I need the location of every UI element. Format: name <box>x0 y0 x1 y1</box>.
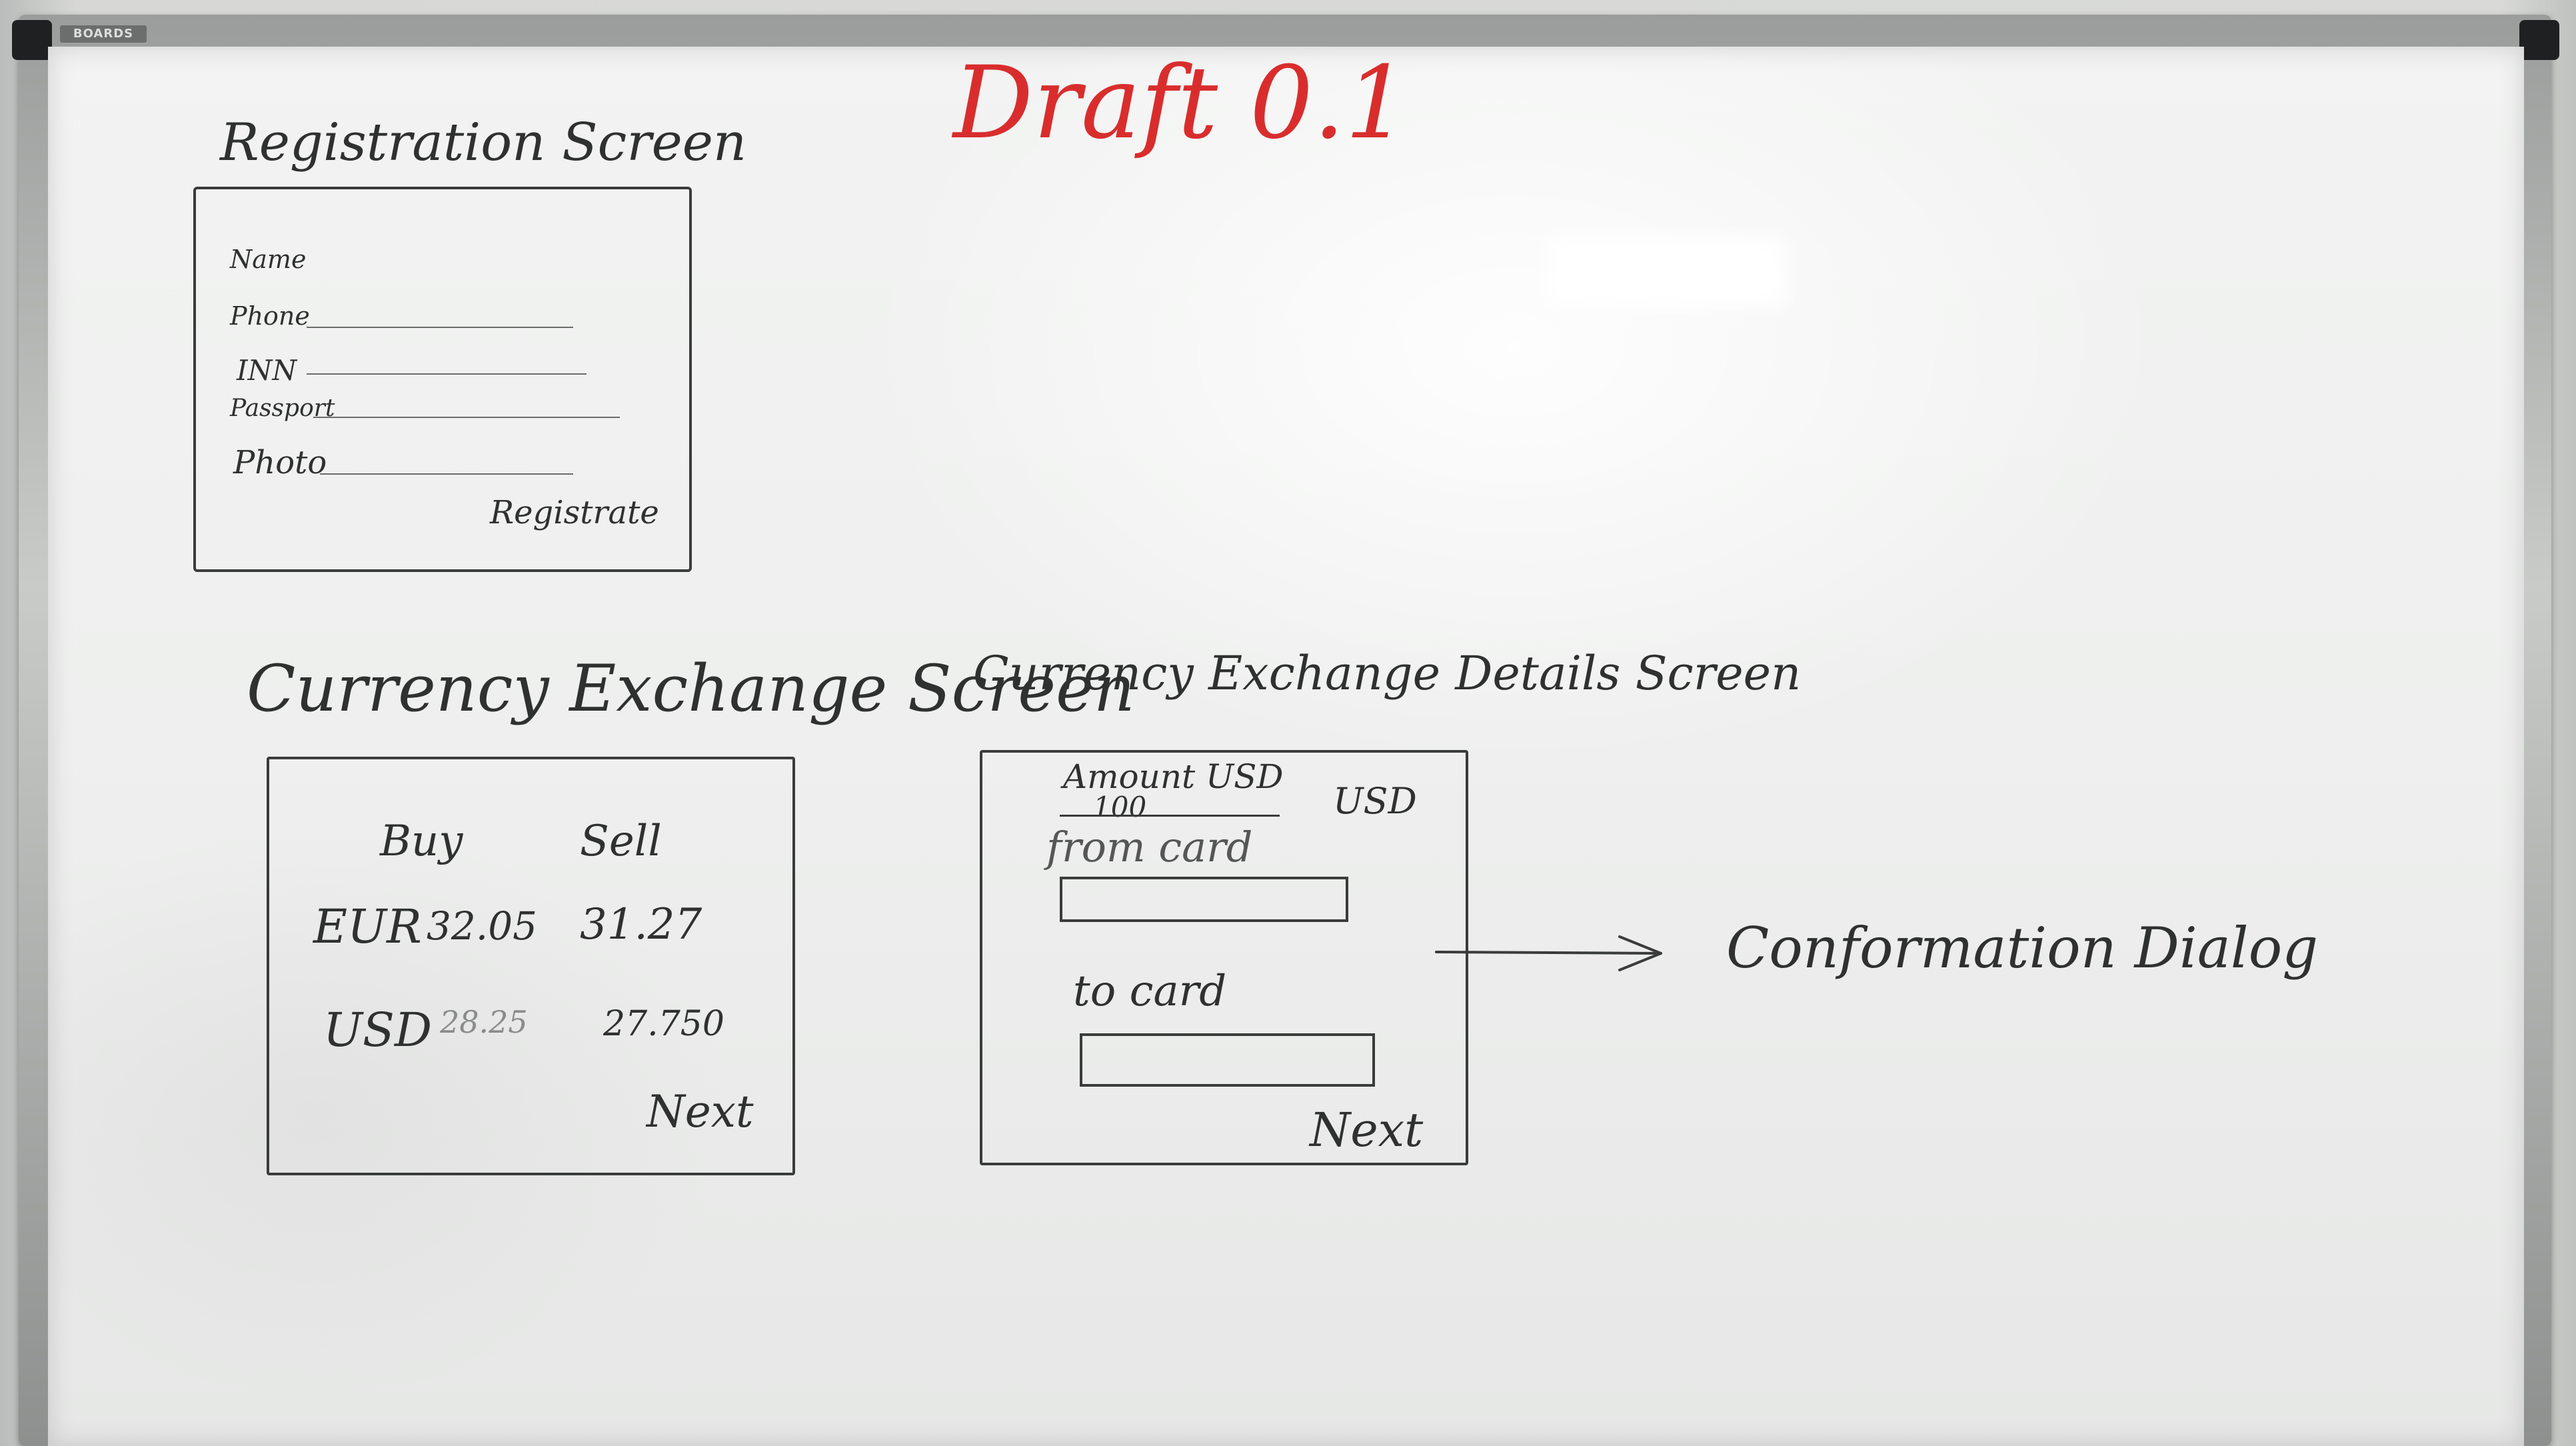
whiteboard-surface <box>48 47 2524 1446</box>
registrate-button-sketch: Registrate <box>490 494 659 531</box>
draft-title: Draft 0.1 <box>953 45 1409 161</box>
amount-underline <box>1060 815 1280 817</box>
registration-field-label: INN <box>237 354 297 387</box>
registration-field-label: Name <box>230 245 307 274</box>
exchange-screen-title: Currency Exchange Screen <box>247 651 1135 726</box>
exchange-screen-sketch <box>267 757 795 1175</box>
registration-field-label: Phone <box>230 301 310 331</box>
details-next-button-sketch: Next <box>1310 1103 1424 1157</box>
registration-screen-title: Registration Screen <box>220 113 747 173</box>
details-screen-title: Currency Exchange Details Screen <box>973 646 1802 701</box>
exchange-next-button-sketch: Next <box>646 1086 754 1137</box>
field-underline <box>307 373 587 375</box>
exchange-row-buy: 32.05 <box>427 903 538 949</box>
registration-field-label: Passport <box>230 395 335 422</box>
field-underline <box>313 417 620 418</box>
from-card-field-sketch <box>1060 877 1348 922</box>
details-amount-label: Amount USD <box>1063 757 1284 796</box>
exchange-row-buy: 28.25 <box>440 1004 528 1040</box>
registration-screen-sketch <box>193 187 692 572</box>
exchange-row-currency: EUR <box>313 899 422 954</box>
confirmation-dialog-label: Conformation Dialog <box>1726 915 2318 981</box>
field-underline <box>307 327 573 328</box>
frame-corner-cap <box>2519 20 2559 60</box>
field-underline <box>320 473 573 475</box>
details-from-card-label: from card <box>1046 823 1253 871</box>
light-reflection <box>1546 237 1786 307</box>
exchange-row-currency: USD <box>323 1003 433 1057</box>
exchange-column-buy: Buy <box>380 817 463 866</box>
exchange-row-sell: 31.27 <box>580 900 702 949</box>
exchange-row-sell: 27.750 <box>603 1004 724 1044</box>
details-to-card-label: to card <box>1073 967 1227 1016</box>
details-currency-suffix: USD <box>1333 780 1417 822</box>
exchange-column-sell: Sell <box>580 817 662 866</box>
registration-field-label: Photo <box>233 444 327 481</box>
frame-corner-cap <box>12 20 52 60</box>
to-card-field-sketch <box>1080 1033 1375 1087</box>
details-screen-sketch <box>980 750 1468 1165</box>
board-brand-label: BOARDS <box>60 25 147 43</box>
